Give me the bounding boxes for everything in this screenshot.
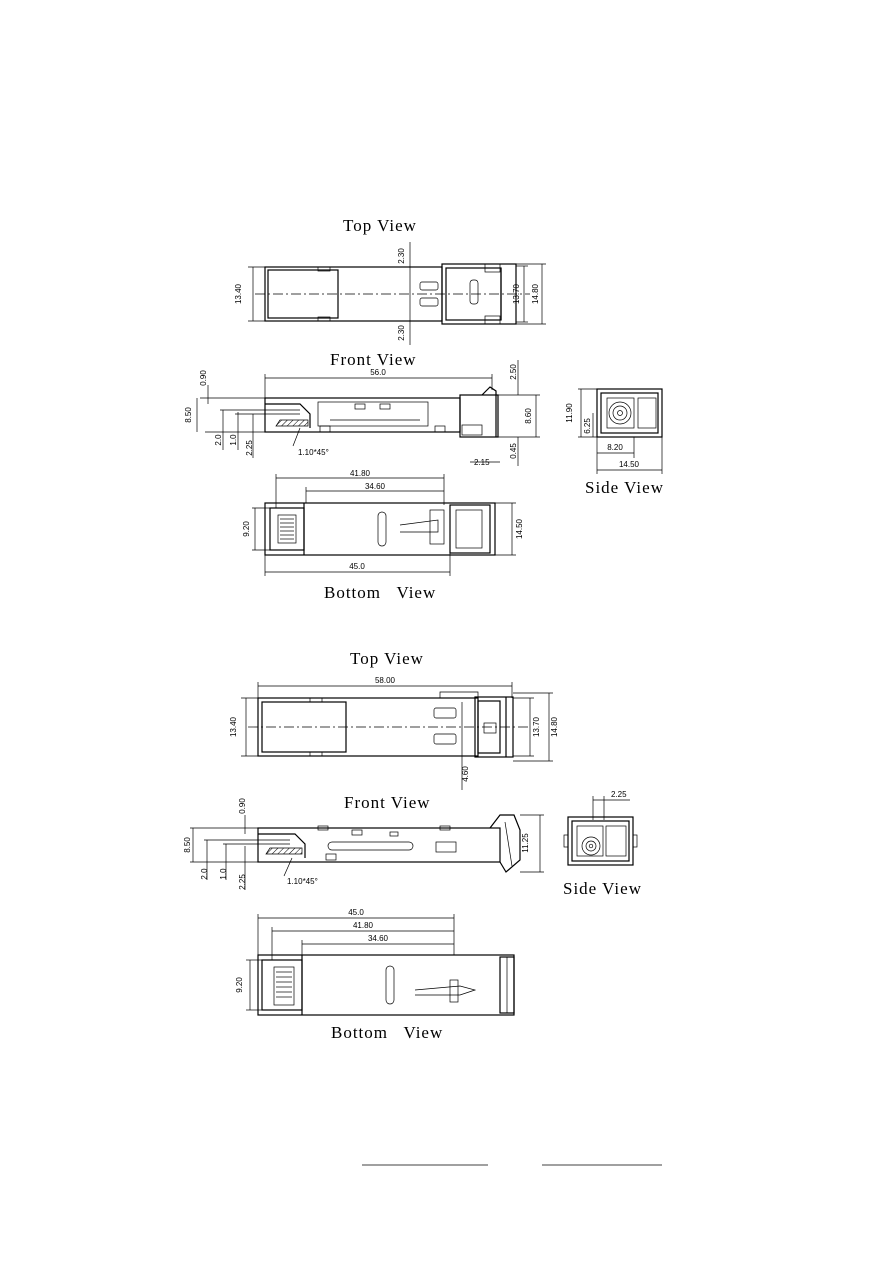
dim2-2-0: 2.0	[200, 868, 209, 880]
front-view-2: 8.50 0.90 2.0 1.0 2.25 1.10*45° 11.25	[183, 798, 544, 890]
bottom-view-2-title: Bottom View	[331, 1023, 443, 1042]
dim-45-0: 45.0	[349, 562, 365, 571]
dim-11-90: 11.90	[565, 403, 574, 423]
dim-8-20: 8.20	[607, 443, 623, 452]
top-view-2: 58.00 13.40 13.70 14.80	[229, 676, 559, 790]
dim-14-50-side: 14.50	[619, 460, 640, 469]
bottom-view-1-title: Bottom View	[324, 583, 436, 602]
dim-34-60: 34.60	[365, 482, 386, 491]
front-view-1-title: Front View	[330, 350, 417, 369]
dim-0-45: 0.45	[509, 443, 518, 459]
bottom-view-2: 45.0 41.80 34.60 9.20	[235, 908, 515, 1016]
dim-58-00: 58.00	[375, 676, 396, 685]
dim2-9-20: 9.20	[235, 977, 244, 993]
dim-13-40: 13.40	[234, 283, 243, 304]
front-view-1: 56.0 8.50 0.90 2.0 1.0 2.25 1.10*45° 2.5…	[184, 360, 540, 467]
dim-2-50: 2.50	[509, 364, 518, 380]
bottom-view-1: 41.80 34.60 45.0 9.20 14.50	[242, 469, 524, 576]
dim2-8-50: 8.50	[183, 837, 192, 853]
side-view-2-title: Side View	[563, 879, 642, 898]
dim2-34-60: 34.60	[368, 934, 389, 943]
dim2-45-0: 45.0	[348, 908, 364, 917]
top-view-2-title: Top View	[350, 649, 424, 668]
top-view-1: 13.40 13.70 14.80 2.30 2.30	[234, 242, 546, 345]
dim-2-25: 2.25	[245, 440, 254, 456]
side-view-1-title: Side View	[585, 478, 664, 497]
dim2-13-70: 13.70	[532, 716, 541, 737]
dim2-2-25: 2.25	[238, 874, 247, 890]
side-view-2: 2.25	[563, 790, 638, 866]
dim2-chamfer: 1.10*45°	[287, 877, 318, 886]
dim2-14-80: 14.80	[550, 716, 559, 737]
dim-2-0: 2.0	[214, 434, 223, 446]
dim2-4-60: 4.60	[461, 766, 470, 782]
dim-2-15: 2.15	[474, 458, 490, 467]
dim2-11-25: 11.25	[521, 833, 530, 853]
dim-6-25: 6.25	[583, 418, 592, 434]
dim2-0-90: 0.90	[238, 798, 247, 814]
side-view-1: 11.90 6.25 8.20 14.50	[565, 388, 663, 474]
dim-13-70: 13.70	[512, 283, 521, 304]
top-view-1-title: Top View	[343, 216, 417, 235]
dim-chamfer: 1.10*45°	[298, 448, 329, 457]
dim2-41-80: 41.80	[353, 921, 374, 930]
dim-14-80: 14.80	[531, 283, 540, 304]
drawing-2: Top View 58.00 13.40 13	[183, 649, 642, 1042]
dim-8-50: 8.50	[184, 407, 193, 423]
dim-9-20: 9.20	[242, 521, 251, 537]
dim2-1-0: 1.0	[219, 868, 228, 880]
dim-8-60: 8.60	[524, 408, 533, 424]
dim-1-0: 1.0	[229, 434, 238, 446]
front-view-2-title: Front View	[344, 793, 431, 812]
dim2-13-40: 13.40	[229, 716, 238, 737]
dim-41-80: 41.80	[350, 469, 371, 478]
drawing-1: Top View 13.40 13.70	[184, 216, 664, 602]
dim-2-30-bottom: 2.30	[397, 325, 406, 341]
dim-56-0: 56.0	[370, 368, 386, 377]
dim2-2-25-side: 2.25	[611, 790, 627, 799]
dim-14-50-bottom: 14.50	[515, 518, 524, 539]
dim-2-30-top: 2.30	[397, 248, 406, 264]
dim-0-90: 0.90	[199, 370, 208, 386]
